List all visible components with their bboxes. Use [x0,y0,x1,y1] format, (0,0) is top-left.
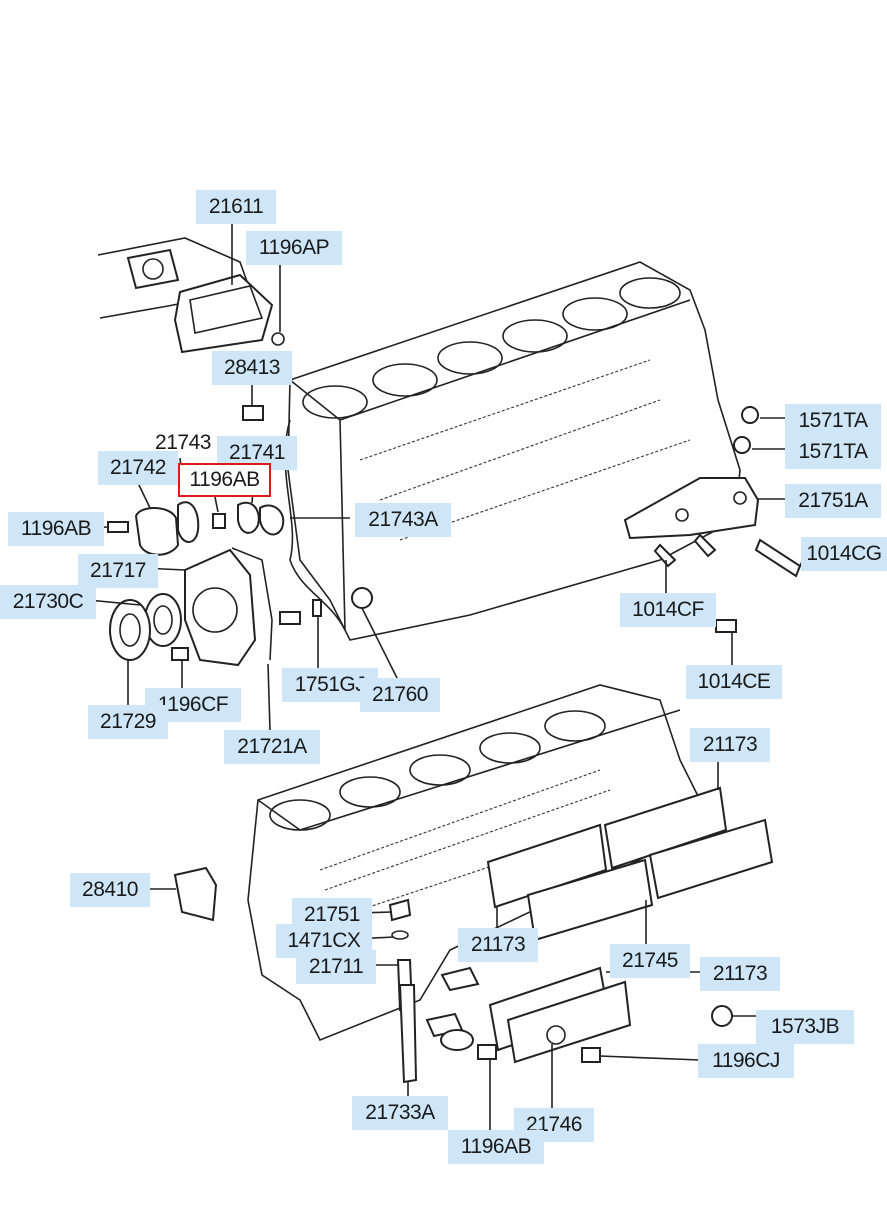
callout-1196CJ[interactable]: 1196CJ [698,1044,794,1078]
callout-21729[interactable]: 21729 [88,705,168,739]
callout-1196AP[interactable]: 1196AP [246,231,342,265]
callout-21173-right[interactable]: 21173 [700,957,780,991]
callout-21721A[interactable]: 21721A [224,730,320,764]
callout-1571TA-1[interactable]: 1571TA [785,404,881,438]
callout-21730C[interactable]: 21730C [0,585,96,619]
callout-1196AB-left[interactable]: 1196AB [8,512,104,546]
callout-21173-top[interactable]: 21173 [690,728,770,762]
callout-21742[interactable]: 21742 [98,451,178,485]
callout-1196AB-highlighted[interactable]: 1196AB [178,463,271,497]
callout-21743[interactable]: 21743 [155,431,211,454]
callout-1014CG[interactable]: 1014CG [801,537,887,571]
callout-21760[interactable]: 21760 [360,678,440,712]
oil-cooler-cover [97,237,285,354]
callout-1014CF[interactable]: 1014CF [620,593,716,627]
right-bracket-parts [623,406,802,633]
left-cover-parts [107,405,373,667]
callout-21717[interactable]: 21717 [78,554,158,588]
gaskets-and-covers [173,786,774,1084]
callout-21711[interactable]: 21711 [296,950,376,984]
callout-21743A[interactable]: 21743A [355,503,451,537]
upper-cylinder-block [284,261,741,641]
callout-21733A[interactable]: 21733A [352,1096,448,1130]
callout-28410[interactable]: 28410 [70,873,150,907]
callout-1573JB[interactable]: 1573JB [756,1010,854,1044]
callout-1571TA-2[interactable]: 1571TA [785,435,881,469]
callout-28413[interactable]: 28413 [212,351,292,385]
callout-1196AB-bottom[interactable]: 1196AB [448,1130,544,1164]
callout-21173-mid[interactable]: 21173 [458,928,538,962]
callout-1014CE[interactable]: 1014CE [686,665,782,699]
callout-21751A[interactable]: 21751A [785,484,881,518]
callout-21745[interactable]: 21745 [610,944,690,978]
callout-21611[interactable]: 21611 [196,190,276,224]
